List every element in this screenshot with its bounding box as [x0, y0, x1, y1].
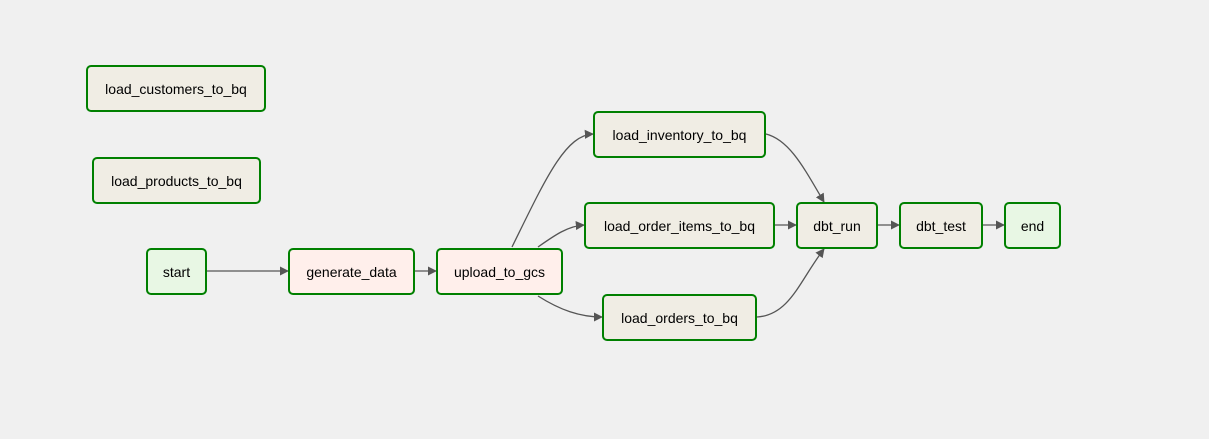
task-node-upload-to-gcs[interactable]: upload_to_gcs: [436, 248, 563, 295]
task-node-dbt-test[interactable]: dbt_test: [899, 202, 983, 249]
task-node-load-customers-to-bq[interactable]: load_customers_to_bq: [86, 65, 266, 112]
task-node-load-inventory-to-bq[interactable]: load_inventory_to_bq: [593, 111, 766, 158]
task-node-label: dbt_test: [916, 217, 966, 234]
task-node-label: load_customers_to_bq: [105, 80, 247, 97]
task-node-load-orders-to-bq[interactable]: load_orders_to_bq: [602, 294, 757, 341]
task-node-dbt-run[interactable]: dbt_run: [796, 202, 878, 249]
edge-load_inventory_to_bq-to-dbt_run: [765, 133, 825, 203]
task-node-label: start: [162, 263, 191, 280]
edge-load_orders_to_bq-to-dbt_run: [756, 248, 825, 318]
task-node-load-products-to-bq[interactable]: load_products_to_bq: [92, 157, 261, 204]
task-node-label: load_products_to_bq: [111, 172, 242, 189]
edge-upload_to_gcs-to-load_orders_to_bq: [537, 295, 603, 322]
task-node-label: upload_to_gcs: [453, 263, 546, 280]
task-node-label: generate_data: [306, 263, 397, 280]
task-node-label: load_inventory_to_bq: [612, 126, 747, 143]
task-node-start[interactable]: start: [146, 248, 207, 295]
edge-upload_to_gcs-to-load_inventory_to_bq: [511, 129, 594, 248]
task-node-load-order-items-to-bq[interactable]: load_order_items_to_bq: [584, 202, 775, 249]
task-node-end[interactable]: end: [1004, 202, 1061, 249]
task-node-label: end: [1020, 217, 1045, 234]
task-node-generate-data[interactable]: generate_data: [288, 248, 415, 295]
edge-upload_to_gcs-to-load_order_items_to_bq: [537, 220, 585, 248]
task-node-label: load_order_items_to_bq: [604, 217, 755, 234]
task-node-label: dbt_run: [813, 217, 861, 234]
task-node-label: load_orders_to_bq: [621, 309, 738, 326]
